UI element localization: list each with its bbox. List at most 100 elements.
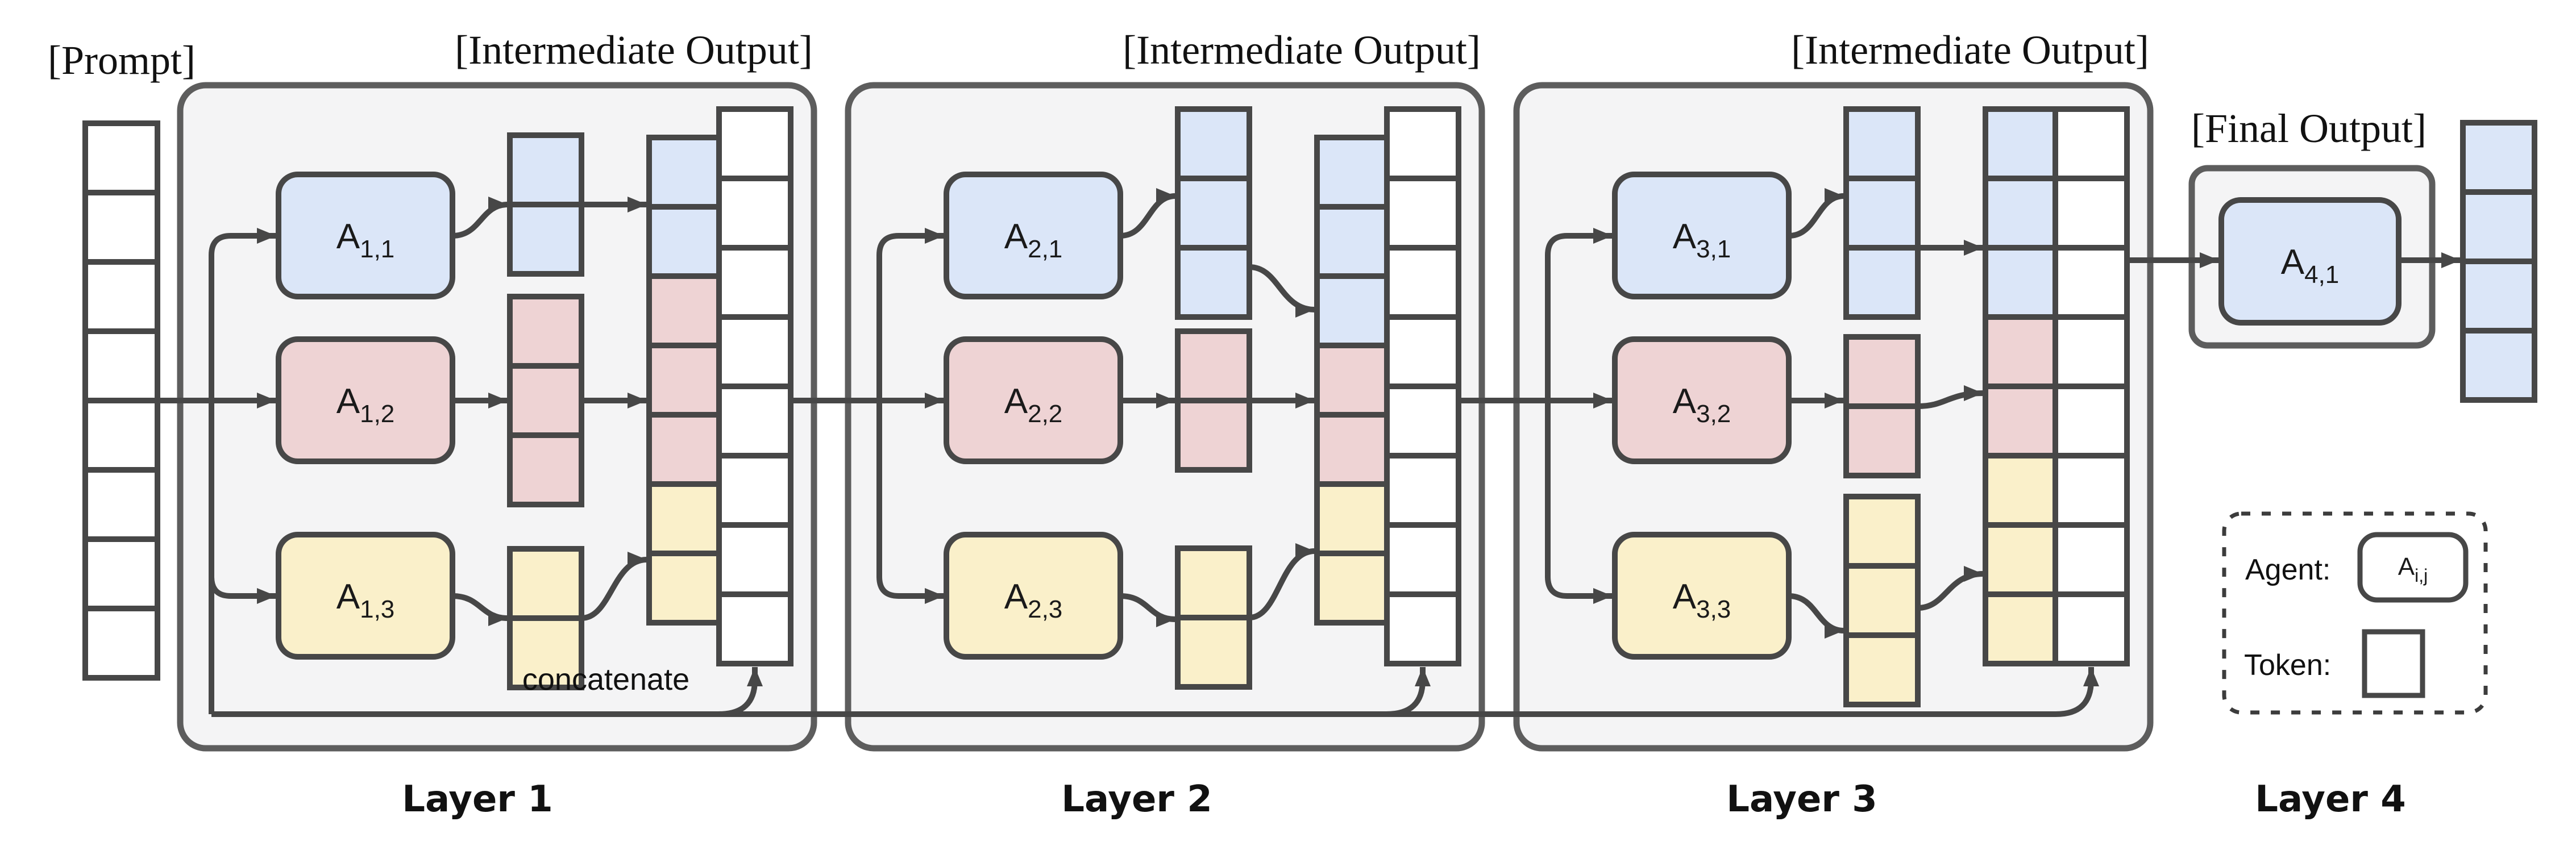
layer-3-caption: Layer 3 bbox=[1726, 778, 1877, 820]
legend-agent-chip bbox=[2357, 532, 2469, 603]
layer3-yellow-to-concat-arrow bbox=[1917, 566, 1984, 611]
layer1-concat-column bbox=[646, 135, 722, 626]
token-cell bbox=[2053, 314, 2130, 389]
token-cell bbox=[716, 176, 793, 251]
token-cell bbox=[1843, 494, 1921, 569]
token-cell bbox=[1843, 334, 1921, 409]
token-cell bbox=[1175, 398, 1252, 473]
token-cell bbox=[1843, 403, 1921, 478]
token-cell bbox=[1314, 343, 1390, 418]
token-cell bbox=[1843, 106, 1921, 181]
token-cell bbox=[507, 202, 584, 277]
layer3-agent2-output-column bbox=[1843, 334, 1921, 478]
token-cell bbox=[2460, 189, 2537, 264]
token-cell bbox=[2053, 245, 2130, 320]
token-cell bbox=[1175, 545, 1252, 620]
agent-label-3-2: A3,2 bbox=[1673, 382, 1731, 428]
token-cell bbox=[646, 481, 722, 556]
token-cell bbox=[1384, 106, 1461, 181]
token-cell bbox=[82, 398, 160, 473]
token-cell bbox=[2053, 176, 2130, 251]
token-cell bbox=[716, 314, 793, 389]
layer2-yellow-to-concat-arrow bbox=[1249, 543, 1315, 620]
token-cell bbox=[1384, 522, 1461, 597]
token-cell bbox=[1314, 135, 1390, 210]
legend-agent-label: Agent: bbox=[2245, 553, 2330, 586]
token-cell bbox=[1384, 384, 1461, 458]
agent-2-1-output-arrow bbox=[1120, 188, 1176, 239]
token-cell bbox=[82, 259, 160, 334]
token-cell bbox=[1175, 176, 1252, 251]
layer1-output-column bbox=[716, 106, 793, 666]
token-cell bbox=[716, 245, 793, 320]
token-cell bbox=[507, 363, 584, 438]
token-cell bbox=[1983, 384, 2058, 458]
feedback-bottom-line bbox=[211, 667, 2099, 717]
token-cell bbox=[716, 106, 793, 181]
token-cell bbox=[2053, 591, 2130, 666]
intermediate-output-title-2: [Intermediate Output] bbox=[1123, 27, 1481, 73]
agent-box-1-3 bbox=[276, 532, 455, 660]
token-cell bbox=[1843, 632, 1921, 707]
agent-box-3-3 bbox=[1612, 532, 1792, 660]
branch-to-agent-3-1-arrow bbox=[1545, 228, 1613, 401]
token-cell bbox=[1175, 328, 1252, 403]
token-cell bbox=[1175, 615, 1252, 690]
token-cell bbox=[1384, 453, 1461, 528]
branch-to-agent-2-3-arrow bbox=[876, 401, 944, 604]
token-cell bbox=[82, 190, 160, 265]
token-cell bbox=[2460, 120, 2537, 195]
token-cell bbox=[646, 551, 722, 626]
token-cell bbox=[1384, 245, 1461, 320]
branch-to-agent-2-1-arrow bbox=[876, 228, 944, 401]
token-cell bbox=[646, 273, 722, 348]
agent-box-1-1 bbox=[276, 172, 455, 299]
token-cell bbox=[1983, 106, 2058, 181]
agent-box-3-2 bbox=[1612, 336, 1792, 464]
branch-to-agent-1-1-arrow bbox=[209, 228, 276, 401]
token-cell bbox=[507, 432, 584, 507]
token-cell bbox=[82, 536, 160, 611]
token-cell bbox=[2053, 453, 2130, 528]
token-cell bbox=[82, 328, 160, 403]
token-cell bbox=[646, 135, 722, 210]
layer3-pink-to-concat-arrow bbox=[1917, 385, 1984, 409]
token-cell bbox=[507, 294, 584, 369]
agent-box-4-1 bbox=[2218, 197, 2402, 326]
agent-label-3-1: A3,1 bbox=[1673, 217, 1731, 263]
intermediate-output-title-1: [Intermediate Output] bbox=[455, 27, 813, 73]
concatenate-label: concatenate bbox=[522, 662, 689, 697]
token-cell bbox=[1314, 412, 1390, 487]
token-cell bbox=[646, 204, 722, 279]
token-cell bbox=[1314, 481, 1390, 556]
layer3-agent3-output-column bbox=[1843, 494, 1921, 707]
layer2-concat-column bbox=[1314, 135, 1390, 626]
layer2-agent1-output-column bbox=[1175, 106, 1252, 320]
intermediate-output-title-3: [Intermediate Output] bbox=[1791, 27, 2149, 73]
token-cell bbox=[82, 606, 160, 681]
layer1-agent1-output-column bbox=[507, 132, 584, 277]
token-cell bbox=[1314, 551, 1390, 626]
token-cell bbox=[1983, 591, 2058, 666]
token-cell bbox=[1983, 522, 2058, 597]
agent-label-1-3: A1,3 bbox=[336, 577, 395, 623]
token-cell bbox=[82, 467, 160, 542]
token-cell bbox=[2460, 259, 2537, 334]
token-cell bbox=[646, 412, 722, 487]
token-cell bbox=[1175, 106, 1252, 181]
agent-2-3-output-arrow bbox=[1120, 593, 1176, 627]
token-cell bbox=[716, 591, 793, 666]
token-cell bbox=[1843, 176, 1921, 251]
agent-label-2-1: A2,1 bbox=[1004, 217, 1063, 263]
token-cell bbox=[1983, 314, 2058, 389]
layer1-yellow-to-concat-arrow bbox=[581, 552, 647, 621]
agent-label-4-1: A4,1 bbox=[2281, 243, 2340, 289]
final-output-title: [Final Output] bbox=[2191, 106, 2427, 151]
layer3-output-column bbox=[2053, 106, 2130, 666]
branch-to-agent-3-3-arrow bbox=[1545, 401, 1613, 604]
token-cell bbox=[1843, 563, 1921, 638]
layer2-agent2-output-column bbox=[1175, 328, 1252, 473]
token-cell bbox=[716, 453, 793, 528]
layer-2-caption: Layer 2 bbox=[1061, 778, 1212, 820]
